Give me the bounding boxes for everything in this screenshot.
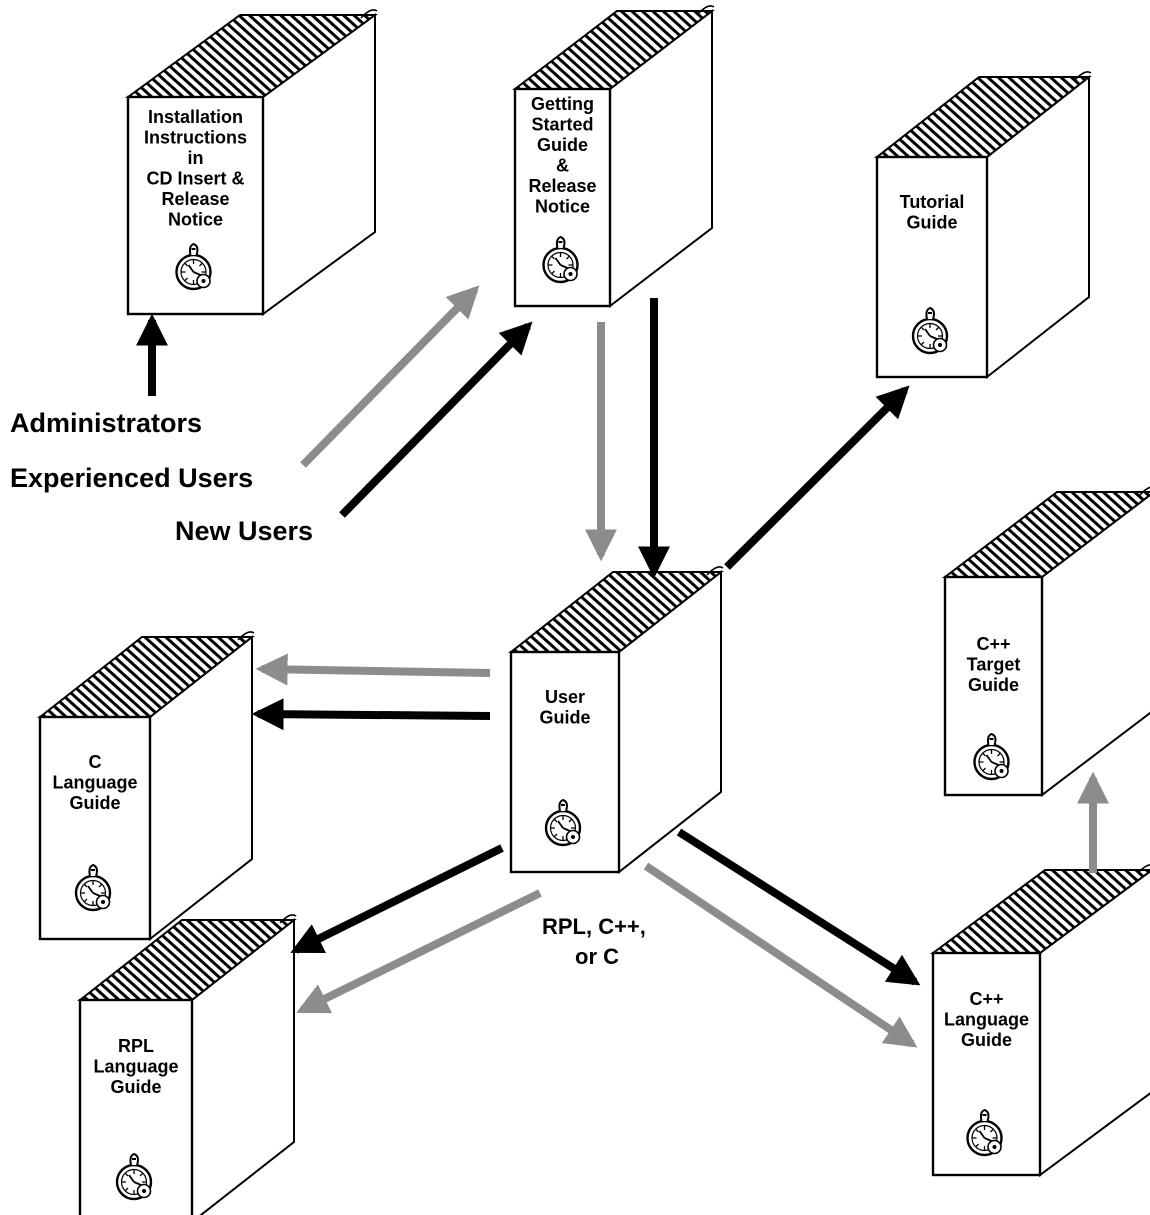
book-getting-started-title-line: Notice <box>535 197 590 217</box>
book-cpp-language-title-line: Language <box>944 1010 1029 1030</box>
book-cpp-target-page-curl <box>1139 486 1150 496</box>
arrow-experienced-to-getting-started <box>300 285 480 468</box>
book-cpp-target-title-line: Guide <box>968 675 1019 695</box>
book-c-language-page-curl <box>237 631 255 641</box>
book-cpp-target-title-line: C++ <box>976 634 1010 654</box>
book-user-guide-title-line: User <box>545 687 585 707</box>
book-tutorial-title-line: Guide <box>906 213 957 233</box>
book-cpp-language-title-line: C++ <box>969 989 1003 1009</box>
experienced-users-label: Experienced Users <box>10 463 253 493</box>
book-rpl-language-title-line: Language <box>93 1057 178 1077</box>
book-getting-started-title-line: Guide <box>537 135 588 155</box>
book-cpp-language-page-curl <box>1137 864 1150 874</box>
book-c-language-title-line: Guide <box>69 793 120 813</box>
language-choice-note-line-2: or C <box>575 944 619 969</box>
arrow-new-to-getting-started <box>339 321 533 518</box>
book-getting-started-title-line: & <box>556 156 569 176</box>
book-installation-title-line: in <box>188 148 204 168</box>
book-installation-title-line: Installation <box>148 107 243 127</box>
language-choice-note: RPL, C++, or C <box>542 914 652 969</box>
book-installation-title-line: Notice <box>168 210 223 230</box>
book-installation-title-line: Instructions <box>144 128 247 148</box>
new-users-label: New Users <box>175 516 313 546</box>
book-user-guide-title-line: Guide <box>539 708 590 728</box>
book-rpl-language-page-curl <box>279 914 297 924</box>
book-cpp-language-title-line: Guide <box>961 1030 1012 1050</box>
arrow-user-guide-to-c-language-black <box>251 698 491 731</box>
book-getting-started-title-line: Getting <box>531 94 594 114</box>
book-c-language-title-line: C <box>89 752 102 772</box>
book-getting-started-page-curl <box>697 5 715 15</box>
book-tutorial-title-line: Tutorial <box>900 192 965 212</box>
arrow-user-guide-to-rpl-language-gray <box>296 889 542 1014</box>
book-installation-page-curl <box>360 9 378 19</box>
arrow-user-guide-to-rpl-language-black <box>290 844 504 954</box>
book-user-guide-page-curl <box>706 566 724 576</box>
administrators-label: Administrators <box>10 408 202 438</box>
book-cpp-target-title-line: Target <box>967 655 1021 675</box>
book-getting-started-title-line: Release <box>528 176 596 196</box>
arrow-user-guide-to-c-language-gray <box>255 653 491 686</box>
book-c-language-title-line: Language <box>52 773 137 793</box>
book-tutorial-page-curl <box>1074 71 1092 81</box>
arrow-user-guide-to-cpp-language-gray <box>643 862 918 1048</box>
arrow-user-guide-to-cpp-language-black <box>676 828 921 986</box>
book-installation-title-line: Release <box>161 189 229 209</box>
book-rpl-language-title-line: RPL <box>118 1036 154 1056</box>
language-choice-note-line-1: RPL, C++, <box>542 914 646 939</box>
book-rpl-language-title-line: Guide <box>110 1077 161 1097</box>
book-installation-title-line: CD Insert & <box>146 169 244 189</box>
arrow-user-guide-to-tutorial <box>724 385 910 570</box>
book-getting-started-title-line: Started <box>531 115 593 135</box>
